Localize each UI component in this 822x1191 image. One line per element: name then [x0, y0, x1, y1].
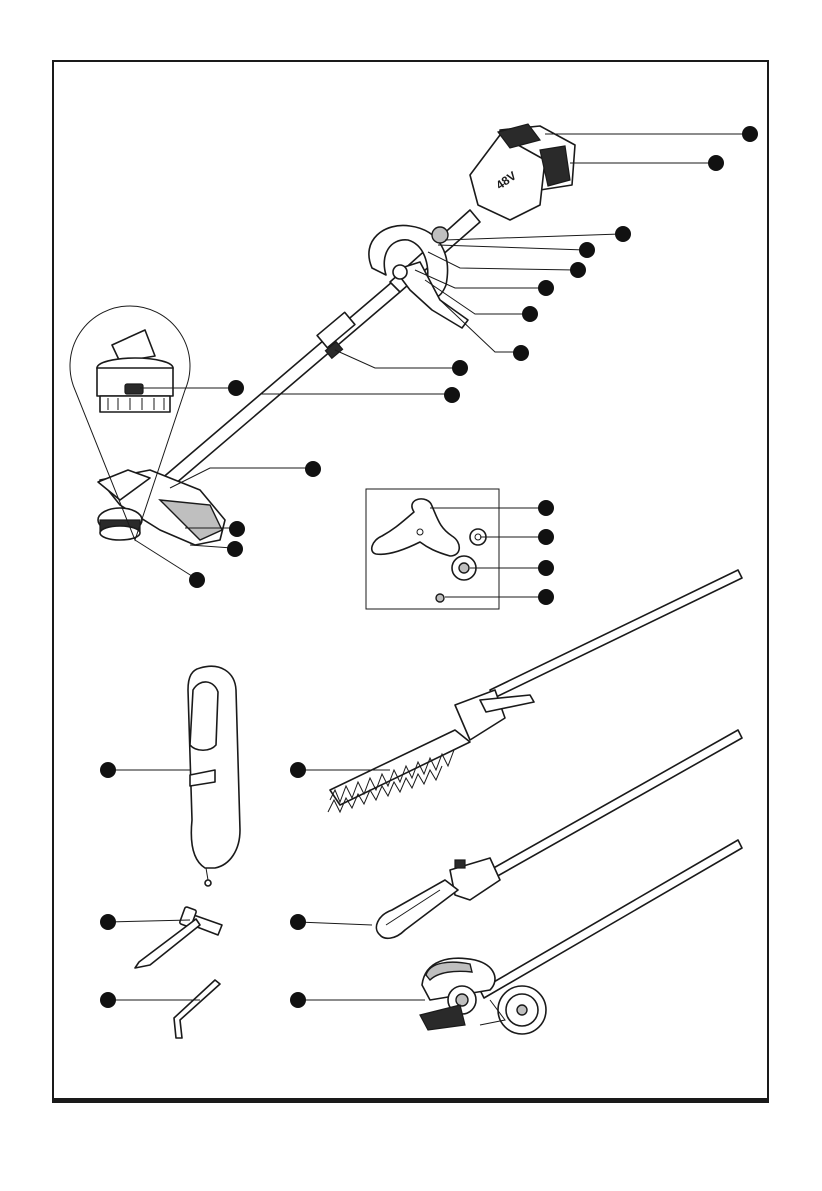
- callout-marker: [708, 155, 724, 171]
- spark-plug-wrench-tool: [135, 906, 222, 968]
- battery-pack: 48V: [470, 124, 575, 220]
- callout-marker: [290, 914, 306, 930]
- callout-marker: [538, 560, 554, 576]
- callout-marker: [100, 992, 116, 1008]
- hedge-trimmer-attachment: [328, 570, 742, 812]
- callout-marker: [100, 914, 116, 930]
- callout-marker: [538, 589, 554, 605]
- callout-marker: [229, 521, 245, 537]
- callout-marker: [513, 345, 529, 361]
- callout-marker: [290, 762, 306, 778]
- callout-marker: [100, 762, 116, 778]
- callout-marker: [538, 280, 554, 296]
- callout-marker: [227, 541, 243, 557]
- callout-marker: [538, 500, 554, 516]
- callout-marker: [228, 380, 244, 396]
- trimmer-head: [98, 470, 225, 545]
- blade-kit-inset: [366, 489, 499, 609]
- callout-marker: [615, 226, 631, 242]
- callout-marker: [189, 572, 205, 588]
- callout-marker: [538, 529, 554, 545]
- callout-marker: [305, 461, 321, 477]
- callout-marker: [452, 360, 468, 376]
- callout-marker: [290, 992, 306, 1008]
- callout-marker: [522, 306, 538, 322]
- callout-marker: [579, 242, 595, 258]
- shoulder-strap: [188, 666, 240, 886]
- callout-marker: [742, 126, 758, 142]
- callout-marker: [444, 387, 460, 403]
- callout-marker: [570, 262, 586, 278]
- hex-key-tool: [174, 980, 220, 1038]
